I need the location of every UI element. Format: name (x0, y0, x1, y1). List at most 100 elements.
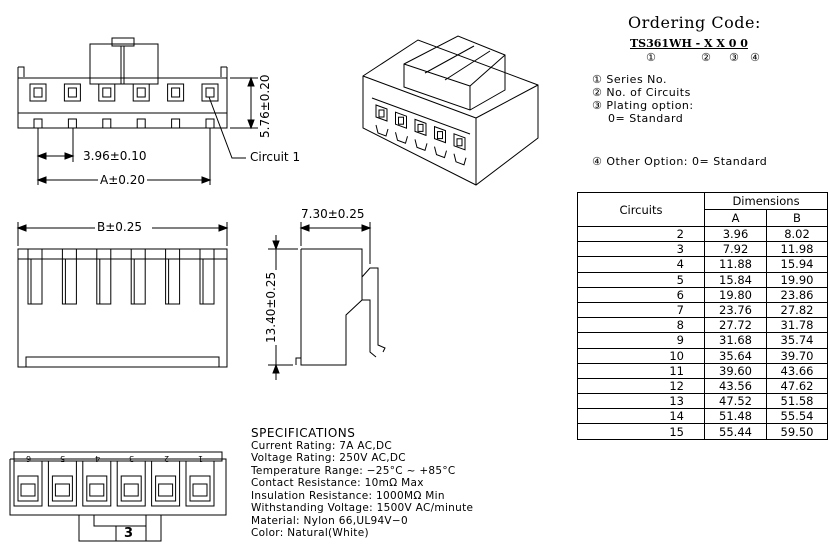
top-pin-contact (205, 87, 215, 98)
top-pin-cavity (98, 83, 116, 102)
bottom-view (9, 451, 227, 542)
bottom-pin-cavity (17, 475, 39, 502)
cell-b: 51.58 (766, 393, 828, 410)
spec-color: Color: Natural(White) (251, 527, 369, 539)
cell-a: 43.56 (704, 377, 767, 395)
bottom-pin-contact (20, 483, 36, 497)
header-dimensions: Dimensions (704, 192, 828, 210)
bottom-pin-housing (151, 460, 181, 507)
legend-circuits: ② No. of Circuits (592, 86, 691, 99)
cell-b: 47.62 (766, 377, 828, 395)
cell-circuits: 9 (577, 332, 705, 349)
pitch-dimension-label: 3.96±0.10 (83, 149, 147, 163)
iso-contact (437, 131, 443, 140)
specifications: SPECIFICATIONS Current Rating: 7A AC,DC … (251, 427, 473, 540)
spec-contact-resistance: Contact Resistance: 10mΩ Max (251, 477, 424, 489)
bottom-pin-housing (116, 460, 146, 507)
front-slot (96, 248, 112, 305)
circuit-1-label: Circuit 1 (250, 150, 301, 164)
cell-circuits: 11 (577, 362, 705, 379)
iso-tab (414, 139, 428, 152)
iso-tab (434, 146, 447, 159)
cell-a: 23.76 (704, 301, 767, 319)
top-pin-contact (102, 87, 112, 98)
header-a: A (704, 209, 767, 227)
pin-number-label: 4 (94, 454, 100, 463)
height-dimension-label: 5.76±0.20 (258, 74, 272, 139)
cell-circuits: 4 (577, 256, 705, 273)
marker-1: ① (646, 51, 656, 64)
legend-plating: ③ Plating option: (592, 99, 694, 112)
bottom-pin-housing (185, 460, 215, 507)
cell-b: 27.82 (766, 301, 828, 319)
top-pin-cavity (167, 83, 185, 102)
cell-b: 59.50 (766, 423, 828, 440)
cell-circuits: 2 (577, 225, 705, 243)
top-pin-cavity (29, 83, 47, 102)
front-slot (165, 248, 181, 305)
iso-cavity (434, 125, 446, 144)
bottom-badge: 3 (124, 526, 134, 541)
spec-current: Current Rating: 7A AC,DC (251, 439, 392, 452)
bottom-pin-cavity (189, 475, 211, 502)
cell-circuits: 3 (577, 241, 705, 258)
cell-b: 43.66 (766, 362, 828, 379)
spec-insulation-resistance: Insulation Resistance: 1000MΩ Min (251, 489, 445, 502)
top-pin-lead (33, 118, 43, 129)
cell-circuits: 15 (577, 423, 705, 440)
front-slot (61, 248, 77, 305)
legend-other-option: ④ Other Option: 0= Standard (592, 155, 768, 168)
table-subheader-row: A B (578, 209, 828, 227)
iso-cavity (414, 118, 427, 137)
bottom-pin-housing (82, 460, 112, 507)
cell-a: 55.44 (704, 423, 767, 440)
marker-2: ② (701, 51, 711, 64)
cell-circuits: 7 (577, 301, 705, 319)
bottom-pin-cavity (120, 475, 142, 502)
top-pin-lead (102, 118, 112, 129)
bottom-pin-cavity (86, 475, 108, 502)
marker-4: ④ (750, 51, 760, 64)
spec-temperature: Temperature Range: −25°C ~ +85°C (251, 464, 456, 477)
iso-tab (395, 132, 408, 144)
cell-b: 8.02 (766, 225, 828, 243)
top-pin-lead (205, 118, 215, 129)
top-pin-contact (67, 87, 77, 98)
bottom-pin-housing (47, 460, 77, 507)
cell-a: 7.92 (704, 241, 767, 258)
spec-withstanding-voltage: Withstanding Voltage: 1500V AC/minute (251, 502, 474, 514)
depth-dimension-label: 7.30±0.25 (301, 207, 365, 221)
cell-a: 35.64 (704, 347, 767, 364)
top-pin-lead (171, 118, 181, 129)
cell-a: 11.88 (704, 256, 767, 273)
iso-contact (398, 116, 404, 125)
iso-contact (378, 109, 385, 118)
pin-number-label: 6 (26, 454, 32, 463)
front-view (16, 222, 229, 368)
top-pin-lead (136, 118, 146, 129)
bottom-pin-housing (13, 460, 43, 507)
cell-b: 39.70 (766, 347, 828, 364)
spec-voltage: Voltage Rating: 250V AC,DC (251, 452, 406, 464)
cell-a: 47.52 (704, 393, 767, 410)
top-pin-cavity (132, 83, 150, 102)
ordering-code: TS361WH - X X 0 0 (630, 37, 748, 50)
top-pin-cavity (63, 83, 81, 102)
front-slot (27, 248, 43, 305)
header-circuits: Circuits (577, 192, 705, 227)
cell-b: 31.78 (766, 317, 828, 334)
a-dimension-label: A±0.20 (98, 173, 147, 187)
isometric-view (362, 35, 539, 186)
b-dimension-label: B±0.25 (97, 220, 143, 234)
top-pin-contact (136, 87, 146, 98)
cell-circuits: 13 (577, 393, 705, 410)
bottom-pin-contact (89, 483, 105, 497)
